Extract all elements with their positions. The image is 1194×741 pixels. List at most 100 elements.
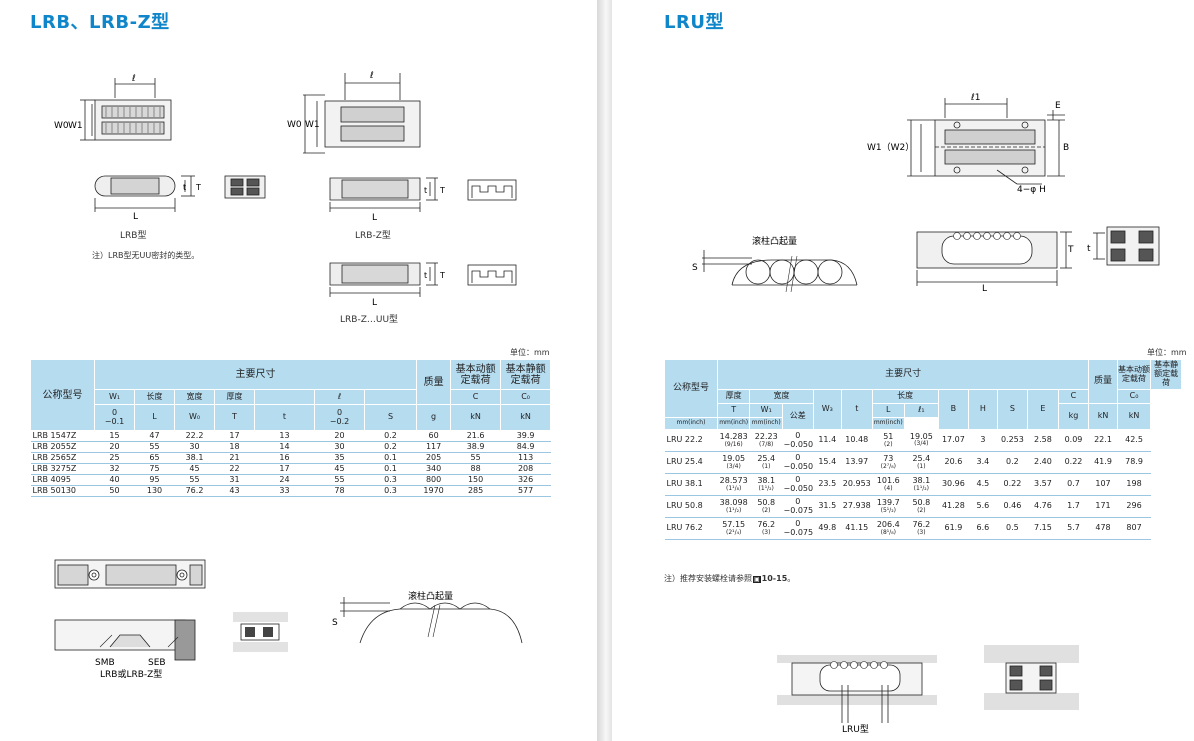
th-c-unit: kN xyxy=(450,404,502,431)
cell-value: LRU 22.2 xyxy=(666,435,703,445)
th-lru-l1: ℓ₁ xyxy=(904,403,939,418)
page-gutter xyxy=(597,0,612,741)
th-S: S xyxy=(363,404,418,431)
th-lru-c0-unit: kN xyxy=(1116,403,1152,430)
cell-value: 50.8 xyxy=(757,498,776,508)
th-length: 长度 xyxy=(134,389,175,405)
value-cell: 32 xyxy=(94,463,135,475)
dim-E-label: E xyxy=(1055,101,1061,111)
value-cell: 41.28 xyxy=(938,495,969,518)
model-cell: LRU 22.2 xyxy=(664,429,718,452)
cell-value: 23.5 xyxy=(818,479,837,489)
value-cell: 1.7 xyxy=(1058,495,1089,518)
cell-value: 42.5 xyxy=(1125,435,1143,445)
lru-spec-table: 公称型号 主要尺寸 质量 基本动额定载荷 基本静额定载荷 厚度 宽度 W₃ t … xyxy=(664,359,1182,540)
cell-value: 14.283 xyxy=(719,432,748,442)
cell-subvalue: (1¹/₈) xyxy=(726,484,742,492)
caption-mount: LRB或LRB-Z型 xyxy=(100,668,162,680)
cell-value: LRU 50.8 xyxy=(666,501,703,511)
model-cell: LRU 25.4 xyxy=(664,451,718,474)
dim-S-label-right: S xyxy=(692,263,698,273)
value-cell: 340 xyxy=(416,463,451,475)
cell-value: 2.58 xyxy=(1034,435,1052,445)
value-cell: 117 xyxy=(416,441,451,453)
value-cell: 10.48 xyxy=(841,429,873,452)
value-cell: 75 xyxy=(134,463,175,475)
cell-value: 478 xyxy=(1095,523,1111,533)
value-cell: 41.15 xyxy=(841,517,873,540)
th-w1: W₁ xyxy=(94,389,135,405)
value-cell: 14.283(9/16) xyxy=(717,429,750,452)
value-cell: 20 xyxy=(94,441,135,453)
th-t-blank xyxy=(254,389,315,405)
value-cell: 5.6 xyxy=(968,495,998,518)
cell-subvalue: (3/4) xyxy=(726,462,741,470)
value-cell: 478 xyxy=(1088,517,1118,540)
label-bulge-right: 滚柱凸起量 xyxy=(752,235,797,247)
cell-subvalue: (7/8) xyxy=(759,440,774,448)
cell-value: 107 xyxy=(1095,479,1111,489)
right-unit-label: 单位：mm xyxy=(1147,348,1187,357)
value-cell: 61.9 xyxy=(938,517,969,540)
cell-subvalue: (1¹/₂) xyxy=(726,506,742,514)
lru-note-ref: 10-15 xyxy=(761,574,788,583)
value-cell: 0.2 xyxy=(364,441,417,453)
dim-T-label: T xyxy=(195,183,201,192)
dim-l1-label: ℓ1 xyxy=(970,93,980,103)
th-lru-T-unit: mm(inch) xyxy=(664,417,718,430)
th-lru-L-unit: mm(inch) xyxy=(749,417,783,430)
th-lru-length: 长度 xyxy=(871,389,939,404)
cell-value: 57.15 xyxy=(722,520,746,530)
value-cell: 205 xyxy=(416,452,451,464)
value-cell: 84.9 xyxy=(500,441,551,453)
th-c0-unit: kN xyxy=(500,404,552,431)
value-cell: 30.96 xyxy=(938,473,969,496)
lru-note-suffix: 。 xyxy=(787,574,796,583)
cell-value: 38.098 xyxy=(719,498,748,508)
cell-value: 22.1 xyxy=(1094,435,1112,445)
dim-l-label-z: ℓ xyxy=(369,71,374,81)
label-smb: SMB xyxy=(95,658,115,668)
th-lru-tol: 公差 xyxy=(782,403,814,430)
value-cell: 43 xyxy=(214,485,255,497)
cell-value: 2.40 xyxy=(1034,457,1052,467)
cell-value: 6.6 xyxy=(976,523,990,533)
value-cell: 16 xyxy=(254,452,315,464)
value-cell: 22.23(7/8) xyxy=(749,429,783,452)
value-cell: 50.8(2) xyxy=(904,495,939,518)
th-lru-c: C xyxy=(1057,389,1090,404)
th-lru-model: 公称型号 xyxy=(664,359,718,418)
th-static-load: 基本静额定载荷 xyxy=(500,359,552,390)
cell-value: 13.97 xyxy=(845,457,869,467)
value-cell: 19.05(3/4) xyxy=(717,451,750,474)
value-cell: 0.1 xyxy=(364,452,417,464)
cell-value: 25.4 xyxy=(912,454,931,464)
dim-t-label-uu: t xyxy=(424,271,427,280)
cell-value: 0.22 xyxy=(1003,479,1022,489)
cell-value: 38.1 xyxy=(757,476,776,486)
cell-value: 1.7 xyxy=(1067,501,1080,511)
value-cell: 78 xyxy=(314,485,365,497)
value-cell: 285 xyxy=(450,485,501,497)
value-cell: 577 xyxy=(500,485,551,497)
value-cell: 60 xyxy=(416,430,451,442)
cell-subvalue: −0.050 xyxy=(783,483,814,493)
label-bulge-left: 滚柱凸起量 xyxy=(408,590,453,602)
value-cell: 28.573(1¹/₈) xyxy=(717,473,750,496)
dim-w1w2-label: W1（W2） xyxy=(867,142,914,153)
th-lru-mass: 质量 xyxy=(1088,359,1118,404)
cell-value: 51 xyxy=(883,432,894,442)
cell-value: 78.9 xyxy=(1125,457,1143,467)
cell-value: 76.2 xyxy=(912,520,931,530)
model-cell: LRB 2565Z xyxy=(30,452,95,464)
value-cell: 95 xyxy=(134,474,175,486)
value-cell: 4.76 xyxy=(1027,495,1059,518)
value-cell: 21.6 xyxy=(450,430,501,442)
value-cell: 65 xyxy=(134,452,175,464)
dim-T-label-z: T xyxy=(439,186,445,195)
cell-value: 31.5 xyxy=(818,501,837,511)
